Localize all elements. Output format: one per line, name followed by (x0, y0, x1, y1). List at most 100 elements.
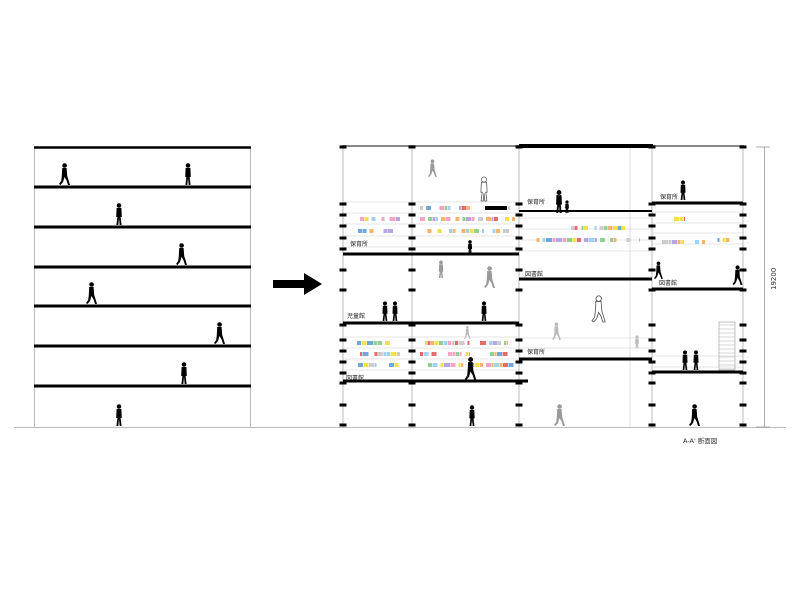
slab-stub (515, 213, 523, 217)
slab-stub (515, 268, 523, 272)
book-spine (444, 363, 450, 367)
book-spine (480, 363, 483, 367)
book-spine (588, 238, 595, 242)
book-spine (363, 363, 369, 367)
slab-stub (339, 381, 347, 385)
slab-stub (408, 213, 416, 217)
book-spine (383, 229, 388, 233)
book-spine (478, 217, 483, 221)
book-spine (362, 229, 367, 233)
book-spine (613, 238, 617, 242)
slab-stub (648, 381, 656, 385)
book-spine (394, 363, 399, 367)
slab-stub (515, 236, 523, 240)
book-spine (480, 341, 486, 345)
slab-stub (739, 381, 747, 385)
book-spine (503, 363, 508, 367)
book-spine (428, 363, 432, 367)
book-spine (486, 217, 491, 221)
floor-slab (652, 370, 743, 374)
book-spine (381, 217, 385, 221)
book-spine (717, 238, 720, 242)
stair (718, 321, 736, 371)
book-spine (490, 352, 494, 356)
slab-stub (515, 224, 523, 228)
book-spine (449, 229, 452, 233)
book-spine (722, 238, 726, 242)
book-spine (448, 341, 451, 345)
book-spine (571, 226, 574, 230)
floor-slab (34, 225, 251, 229)
slab-stub (739, 268, 747, 272)
slab-stub (339, 236, 347, 240)
floor-slab (34, 384, 251, 388)
book-spine (389, 363, 394, 367)
book-spine (474, 363, 480, 367)
height-dimension-text: 19200 (770, 268, 778, 290)
slab-stub (739, 338, 747, 342)
book-spine (432, 217, 436, 221)
book-spine (581, 226, 584, 230)
book-spine (427, 229, 432, 233)
slab-stub (408, 423, 416, 427)
slab-stub (648, 423, 656, 427)
book-spine (508, 206, 510, 210)
book-spine (378, 341, 382, 345)
book-spine (361, 341, 367, 345)
slab-stub (339, 323, 347, 327)
floor-slab (34, 185, 251, 189)
slab-stub (339, 288, 347, 292)
book-spine (360, 352, 362, 356)
book-spine (466, 229, 469, 233)
slab-stub (739, 323, 747, 327)
person-figure-icon (556, 190, 562, 213)
person-figure-icon (467, 240, 473, 254)
person-figure-icon (480, 176, 488, 202)
book-spine (610, 238, 613, 242)
book-spine (420, 352, 423, 356)
book-spine (639, 238, 640, 242)
slab-stub (515, 247, 523, 251)
floor-slab (343, 252, 519, 256)
book-spine (364, 217, 369, 221)
person-figure-icon (392, 301, 398, 321)
right-arrow-icon (273, 273, 322, 295)
book-spine (436, 217, 438, 221)
book-spine (396, 217, 400, 221)
person-figure-icon (86, 282, 97, 304)
person-figure-icon (464, 357, 477, 380)
person-figure-icon (469, 405, 475, 426)
book-spine (445, 206, 447, 210)
book-spine (474, 229, 479, 233)
book-spine (455, 217, 460, 221)
book-spine (439, 341, 443, 345)
book-spine (466, 217, 471, 221)
book-spine (371, 217, 376, 221)
book-spine (679, 217, 684, 221)
book-spine (729, 238, 730, 242)
slab-stub (739, 224, 747, 228)
slab-stub (339, 268, 347, 272)
book-spine (374, 363, 377, 367)
book-spine (489, 341, 492, 345)
slab-stub (339, 360, 347, 364)
person-figure-icon (554, 404, 565, 426)
slab-stub (515, 349, 523, 353)
book-spine (441, 217, 445, 221)
book-spine (390, 352, 397, 356)
room-label: 保育所 (527, 348, 545, 356)
book-spine (459, 206, 461, 210)
book-spine (577, 238, 581, 242)
slab-stub (515, 360, 523, 364)
slab-stub (408, 224, 416, 228)
book-spine (584, 238, 588, 242)
person-figure-icon (116, 404, 122, 426)
book-spine (486, 363, 491, 367)
book-spine (491, 217, 494, 221)
slab-stub (739, 213, 747, 217)
book-spine (594, 226, 597, 230)
book-spine (434, 341, 439, 345)
slab-stub (408, 381, 416, 385)
book-spine (456, 352, 459, 356)
